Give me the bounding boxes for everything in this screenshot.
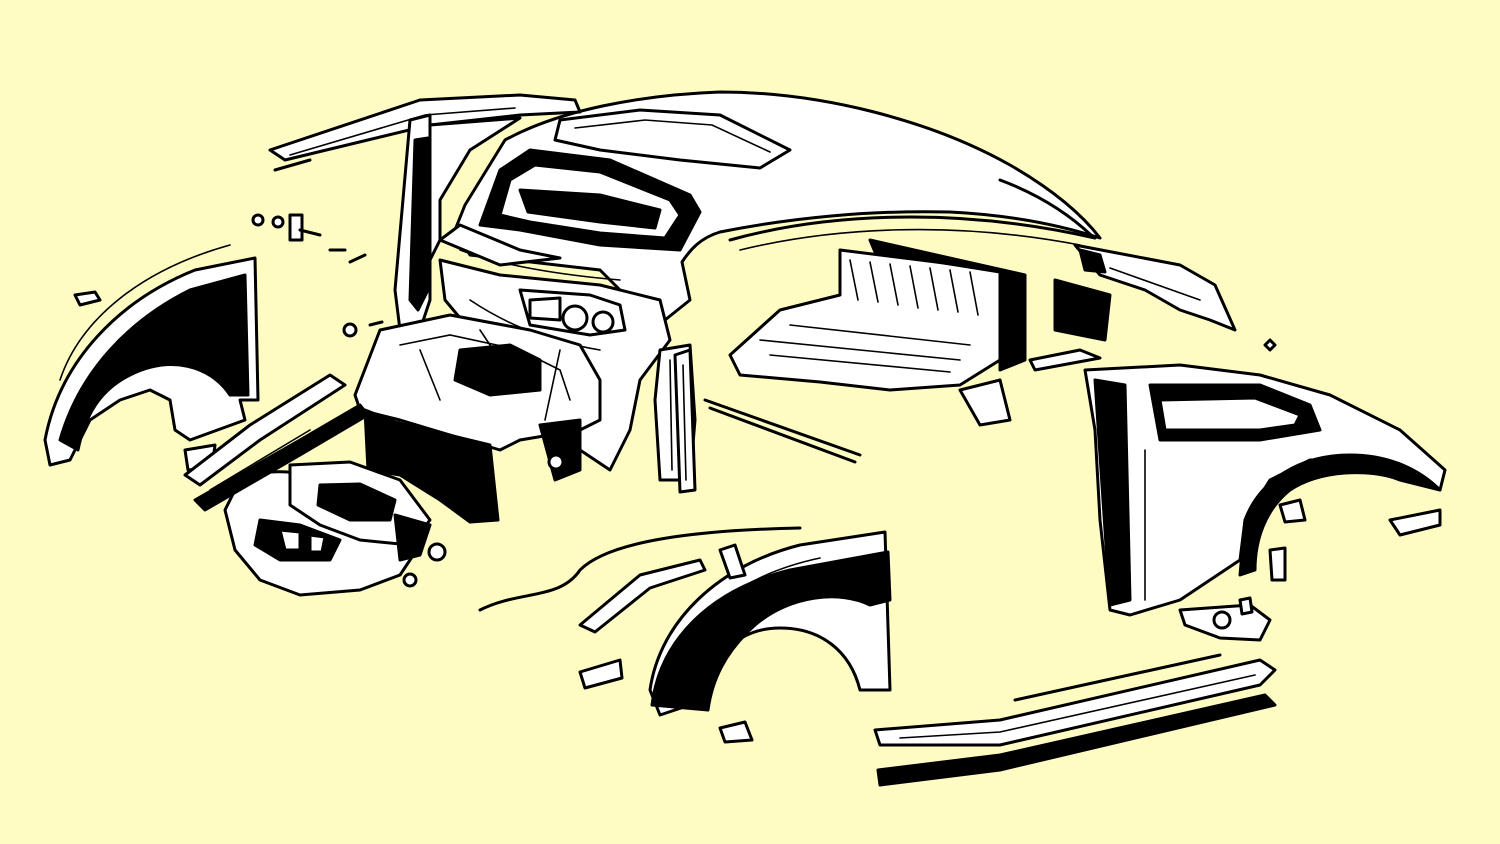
small-hardware-icon [251, 213, 1307, 524]
front-fender-left-icon [43, 244, 260, 472]
door-pillar-icon [673, 348, 862, 494]
rear-floor-panel-icon [728, 238, 1112, 427]
rear-valance-icon [1178, 596, 1272, 642]
running-board-icon [873, 653, 1277, 787]
rear-fender-icon [1028, 243, 1237, 372]
rear-quarter-panel-icon [1083, 363, 1447, 617]
heater-channel-icon [183, 373, 370, 512]
front-apron-icon [223, 460, 447, 597]
roof-panel-icon [438, 90, 1102, 332]
front-fender-lower-icon [478, 526, 892, 744]
